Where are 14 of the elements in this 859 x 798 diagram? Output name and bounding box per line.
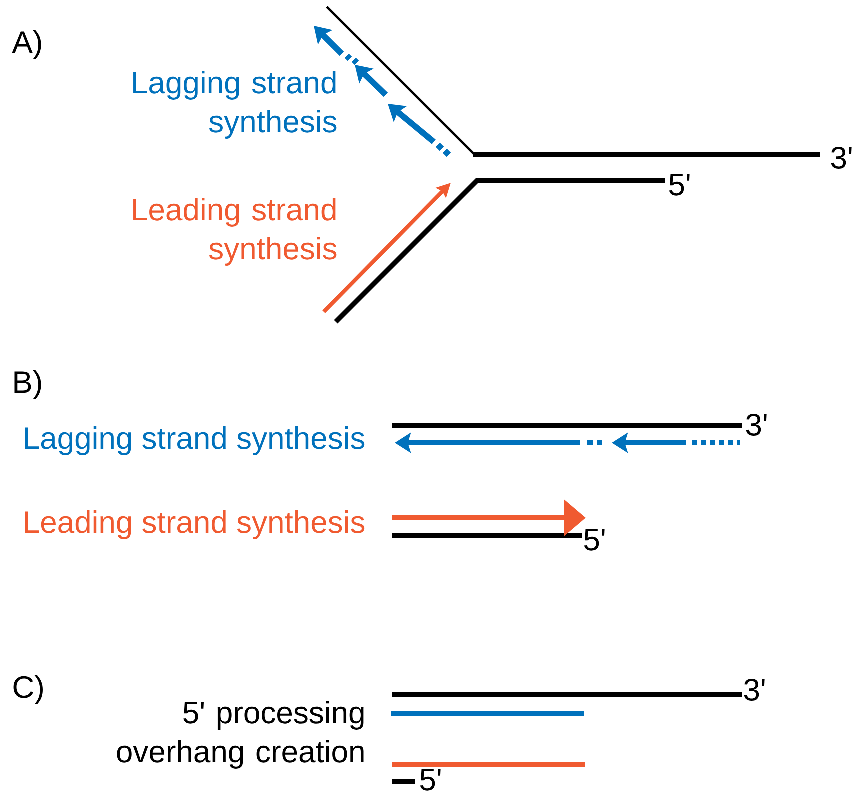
- panel-letter: A): [12, 30, 42, 60]
- end-label: 3': [746, 414, 767, 436]
- strand-label: Lagging strand synthesis: [25, 426, 365, 456]
- strand-label: Leading strand synthesis: [134, 198, 337, 266]
- strand-label: Lagging strand synthesis: [134, 71, 337, 139]
- end-label: 3': [744, 679, 765, 701]
- panel-letter: B): [14, 370, 42, 400]
- end-label: 5': [669, 174, 690, 196]
- strand-label: 5' processing overhang creation: [117, 701, 364, 769]
- end-label: 5': [584, 529, 605, 551]
- strand-label: Leading strand synthesis: [25, 510, 365, 540]
- end-label: 5': [420, 769, 441, 791]
- end-label: 3': [831, 147, 852, 169]
- panel-letter: C): [14, 676, 43, 704]
